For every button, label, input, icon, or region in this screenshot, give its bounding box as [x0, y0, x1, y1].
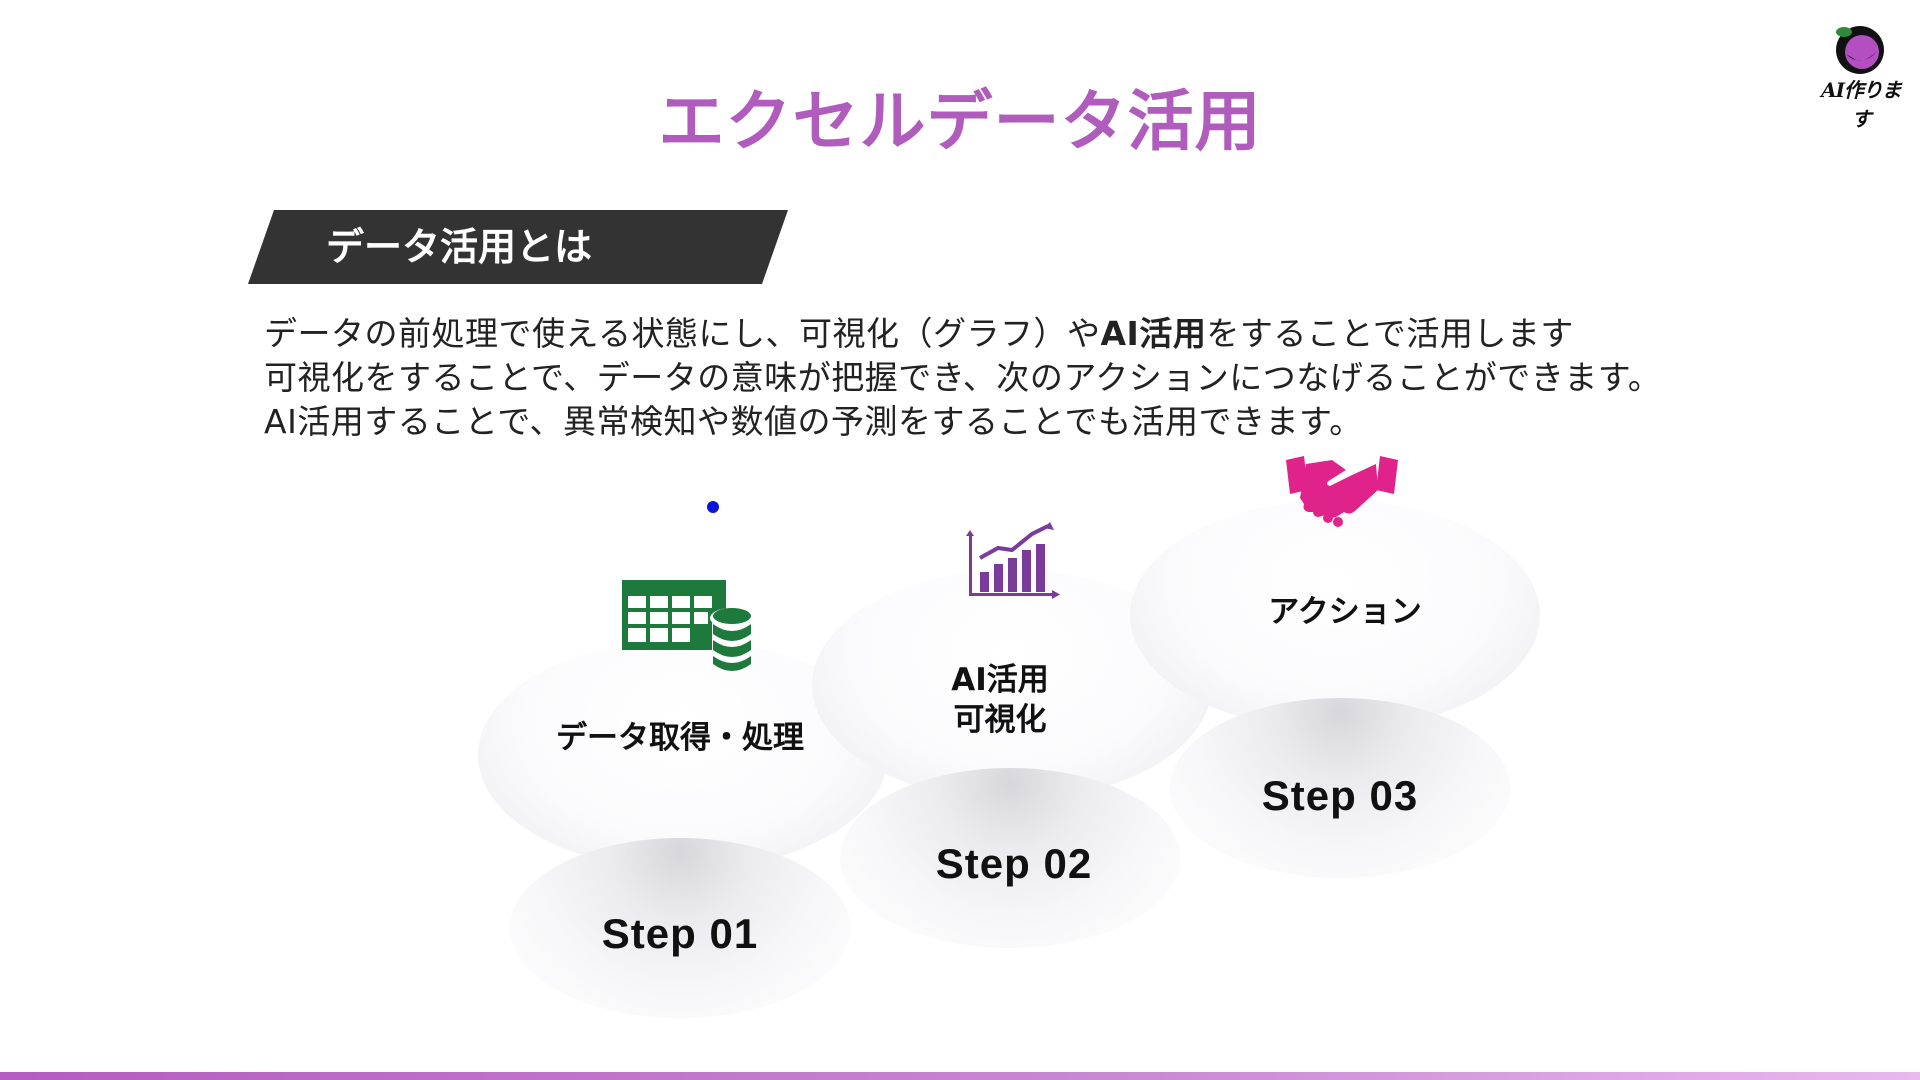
step-3-caption: アクション	[1268, 594, 1422, 630]
section-title: データ活用とは	[326, 225, 593, 269]
step-1-caption: データ取得・処理	[556, 720, 804, 756]
step-2-base	[840, 768, 1180, 948]
logo-text: AI作ります	[1821, 78, 1902, 131]
bullet-dot	[707, 501, 719, 513]
step-2-caption: AI活用 可視化	[880, 660, 1120, 740]
body-line-2: 可視化をすることで、データの意味が把握でき、次のアクションにつなげることができま…	[264, 358, 1662, 397]
bottom-accent-bar	[0, 1072, 1920, 1080]
step-3-label: Step 03	[1261, 772, 1419, 819]
step-2-caption-line1: AI活用	[951, 662, 1049, 698]
body-line-1: データの前処理で使える状態にし、可視化（グラフ）やAI活用をすることで活用します	[264, 314, 1574, 353]
step-2-label: Step 02	[935, 840, 1093, 887]
handshake-icon	[1286, 456, 1398, 527]
body-line-3: AI活用することで、異常検知や数値の予測をすることでも活用できます。	[264, 402, 1363, 441]
step-1-label: Step 01	[601, 910, 759, 957]
step-3-dome	[1130, 500, 1540, 730]
spreadsheet-database-icon	[622, 580, 752, 671]
step-1-base	[510, 838, 850, 1018]
section-banner	[248, 210, 788, 284]
logo-icon	[1836, 26, 1884, 74]
body-text: データの前処理で使える状態にし、可視化（グラフ）やAI活用をすることで活用します…	[264, 312, 1904, 444]
page-title: エクセルデータ活用	[658, 83, 1262, 160]
bar-chart-icon	[966, 522, 1060, 599]
step-3-base	[1170, 698, 1510, 878]
step-2-caption-line2: 可視化	[953, 702, 1047, 738]
